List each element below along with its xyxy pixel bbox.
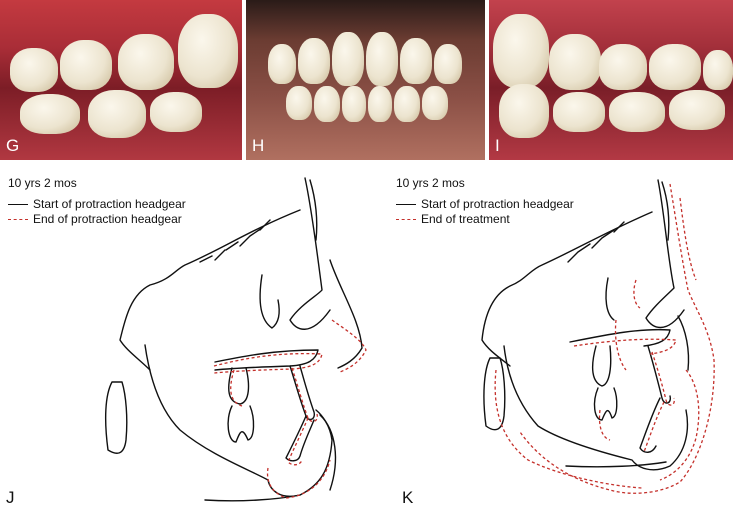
tracing-panel-j: 10 yrs 2 mos Start of protraction headge…	[0, 170, 370, 510]
legend-k-label-start: Start of protraction headgear	[421, 197, 574, 211]
legend-k-title: 10 yrs 2 mos	[396, 176, 465, 190]
panel-letter-k: K	[402, 488, 414, 507]
intraoral-photo-strip: G H I	[0, 0, 733, 160]
cephalometric-tracing-j	[105, 177, 367, 502]
legend-j-title: 10 yrs 2 mos	[8, 176, 77, 190]
legend-k: 10 yrs 2 mos Start of protraction headge…	[396, 176, 574, 227]
dashed-line-swatch	[8, 219, 28, 220]
legend-j-label-end: End of protraction headgear	[33, 212, 182, 226]
photo-letter-g: G	[6, 136, 20, 155]
photo-frontal: H	[246, 0, 485, 160]
photo-letter-h: H	[252, 136, 265, 155]
legend-j-item-start: Start of protraction headgear	[8, 197, 186, 212]
tracing-panel-k: 10 yrs 2 mos Start of protraction headge…	[370, 170, 733, 510]
legend-j-label-start: Start of protraction headgear	[33, 197, 186, 211]
photo-left-buccal: I	[489, 0, 733, 160]
legend-j-item-end: End of protraction headgear	[8, 212, 186, 227]
cephalometric-tracing-k	[481, 179, 715, 494]
dashed-line-swatch	[396, 219, 416, 220]
photo-right-buccal: G	[0, 0, 242, 160]
solid-line-swatch	[8, 204, 28, 205]
solid-line-swatch	[396, 204, 416, 205]
photo-letter-i: I	[495, 136, 500, 155]
legend-j: 10 yrs 2 mos Start of protraction headge…	[8, 176, 186, 227]
legend-k-item-start: Start of protraction headgear	[396, 197, 574, 212]
legend-k-item-end: End of treatment	[396, 212, 574, 227]
panel-letter-j: J	[6, 488, 15, 507]
legend-k-label-end: End of treatment	[421, 212, 510, 226]
